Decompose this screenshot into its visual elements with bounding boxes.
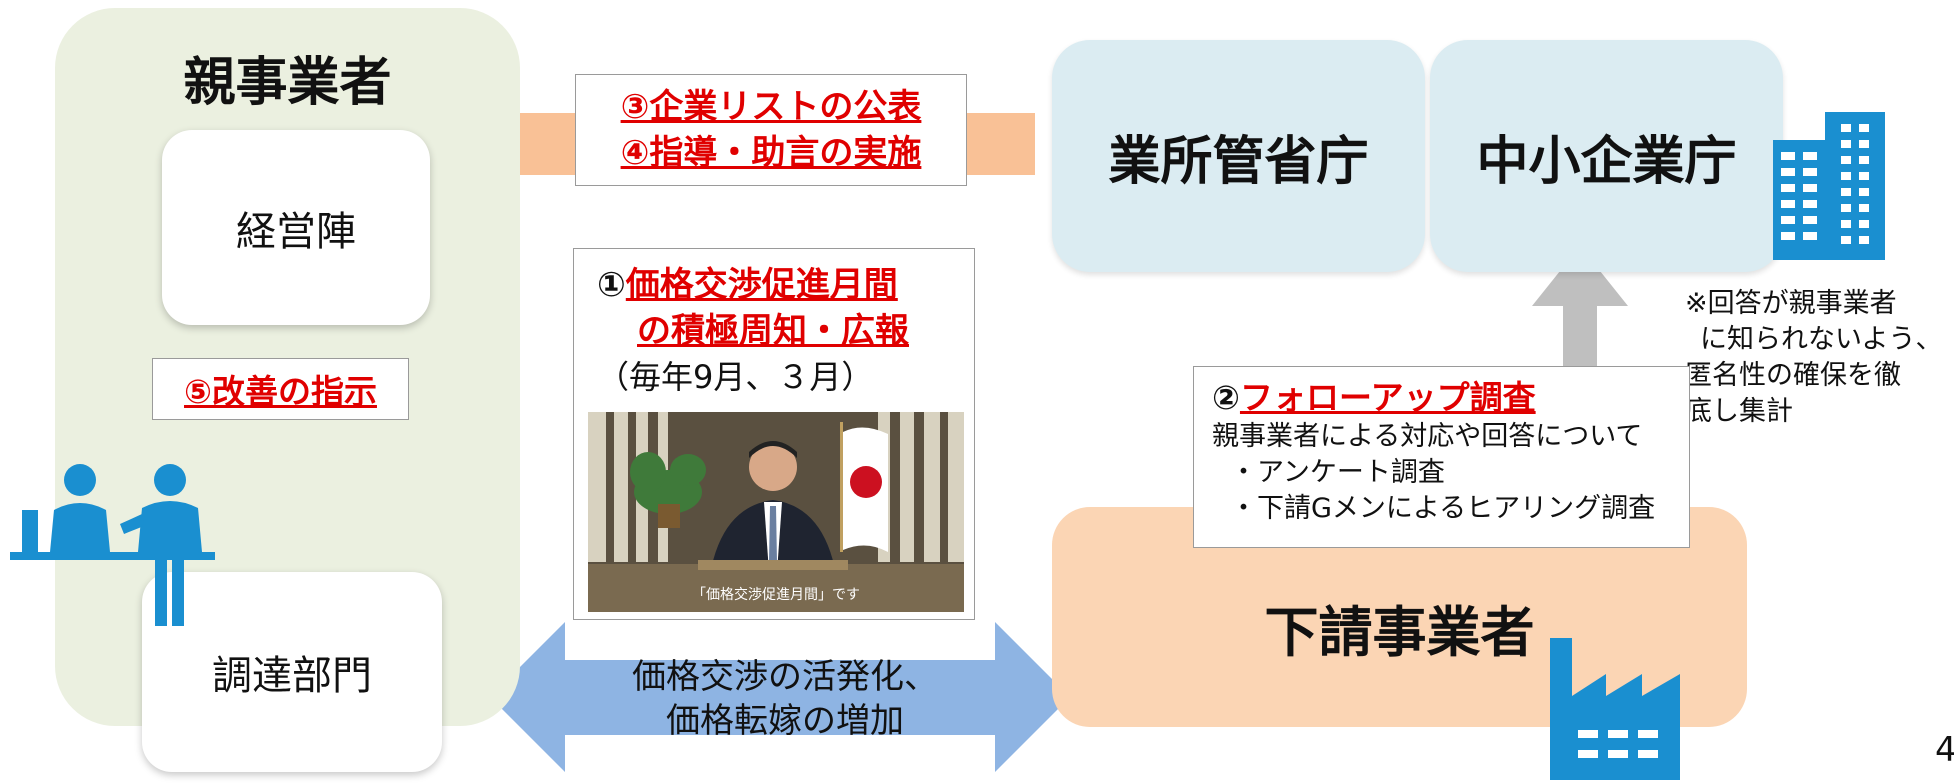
guidance-text: ④指導・助言の実施 — [620, 133, 922, 173]
campaign-line-2: の積極周知・広報 — [637, 311, 909, 351]
mutual-line-2: 価格転嫁の増加 — [666, 701, 904, 741]
followup-description: 親事業者による対応や回答について — [1212, 421, 1643, 452]
report-arrow — [1532, 246, 1628, 370]
office-building-icon — [1773, 112, 1885, 260]
mutual-benefit-text: 価格交渉の活発化、 価格転嫁の増加 — [560, 655, 1010, 743]
factory-icon — [1550, 638, 1680, 780]
video-scene — [588, 412, 964, 612]
video-thumbnail: 「価格交渉促進月間」です — [588, 412, 964, 612]
followup-item-hearing: ・下請Gメンによるヒアリング調査 — [1230, 493, 1656, 524]
followup-item-survey: ・アンケート調査 — [1230, 457, 1445, 488]
followup-number: ② — [1212, 378, 1240, 417]
note-line-4: 底し集計 — [1685, 396, 1793, 427]
followup-title: フォローアップ調査 — [1239, 378, 1536, 417]
campaign-number: ① — [597, 265, 626, 305]
sme-agency-label: 中小企業庁 — [1476, 131, 1737, 192]
followup-survey-box: ②フォローアップ調査 親事業者による対応や回答について ・アンケート調査 ・下請… — [1193, 366, 1690, 548]
mutual-line-1: 価格交渉の活発化、 — [632, 657, 938, 697]
page-number: 4 — [1935, 730, 1954, 770]
publish-list-text: ③企業リストの公表 — [620, 87, 922, 127]
parent-business-title: 親事業者 — [183, 53, 392, 113]
management-label: 経営陣 — [236, 208, 356, 255]
campaign-line-1: 価格交渉促進月間 — [625, 265, 898, 305]
note-line-3: 匿名性の確保を徹 — [1685, 360, 1901, 391]
campaign-text: ①価格交渉促進月間 の積極周知・広報 （毎年9月、３月） — [597, 262, 909, 400]
management-box: 経営陣 — [162, 130, 430, 325]
ministry-label: 業所管省庁 — [1108, 131, 1369, 192]
procurement-box: 調達部門 — [142, 572, 442, 772]
anonymity-note: ※回答が親事業者 に知られないよう、 匿名性の確保を徹 底し集計 — [1685, 286, 1942, 430]
campaign-period: （毎年9月、３月） — [597, 358, 874, 396]
instruction-label: ⑤改善の指示 — [184, 372, 377, 411]
mutual-arrow — [490, 622, 1070, 772]
sme-agency-box: 中小企業庁 — [1430, 40, 1783, 272]
subcontractor-title: 下請事業者 — [1264, 601, 1535, 664]
publish-guidance-box: ③企業リストの公表 ④指導・助言の実施 — [575, 74, 967, 186]
note-line-1: ※回答が親事業者 — [1685, 288, 1897, 319]
video-caption: 「価格交渉促進月間」です — [692, 587, 860, 603]
note-line-2: に知られないよう、 — [1700, 324, 1943, 355]
instruction-box: ⑤改善の指示 — [152, 358, 409, 420]
ministry-box: 業所管省庁 — [1052, 40, 1425, 272]
procurement-label: 調達部門 — [212, 653, 372, 699]
people-meeting-icon — [10, 464, 215, 626]
